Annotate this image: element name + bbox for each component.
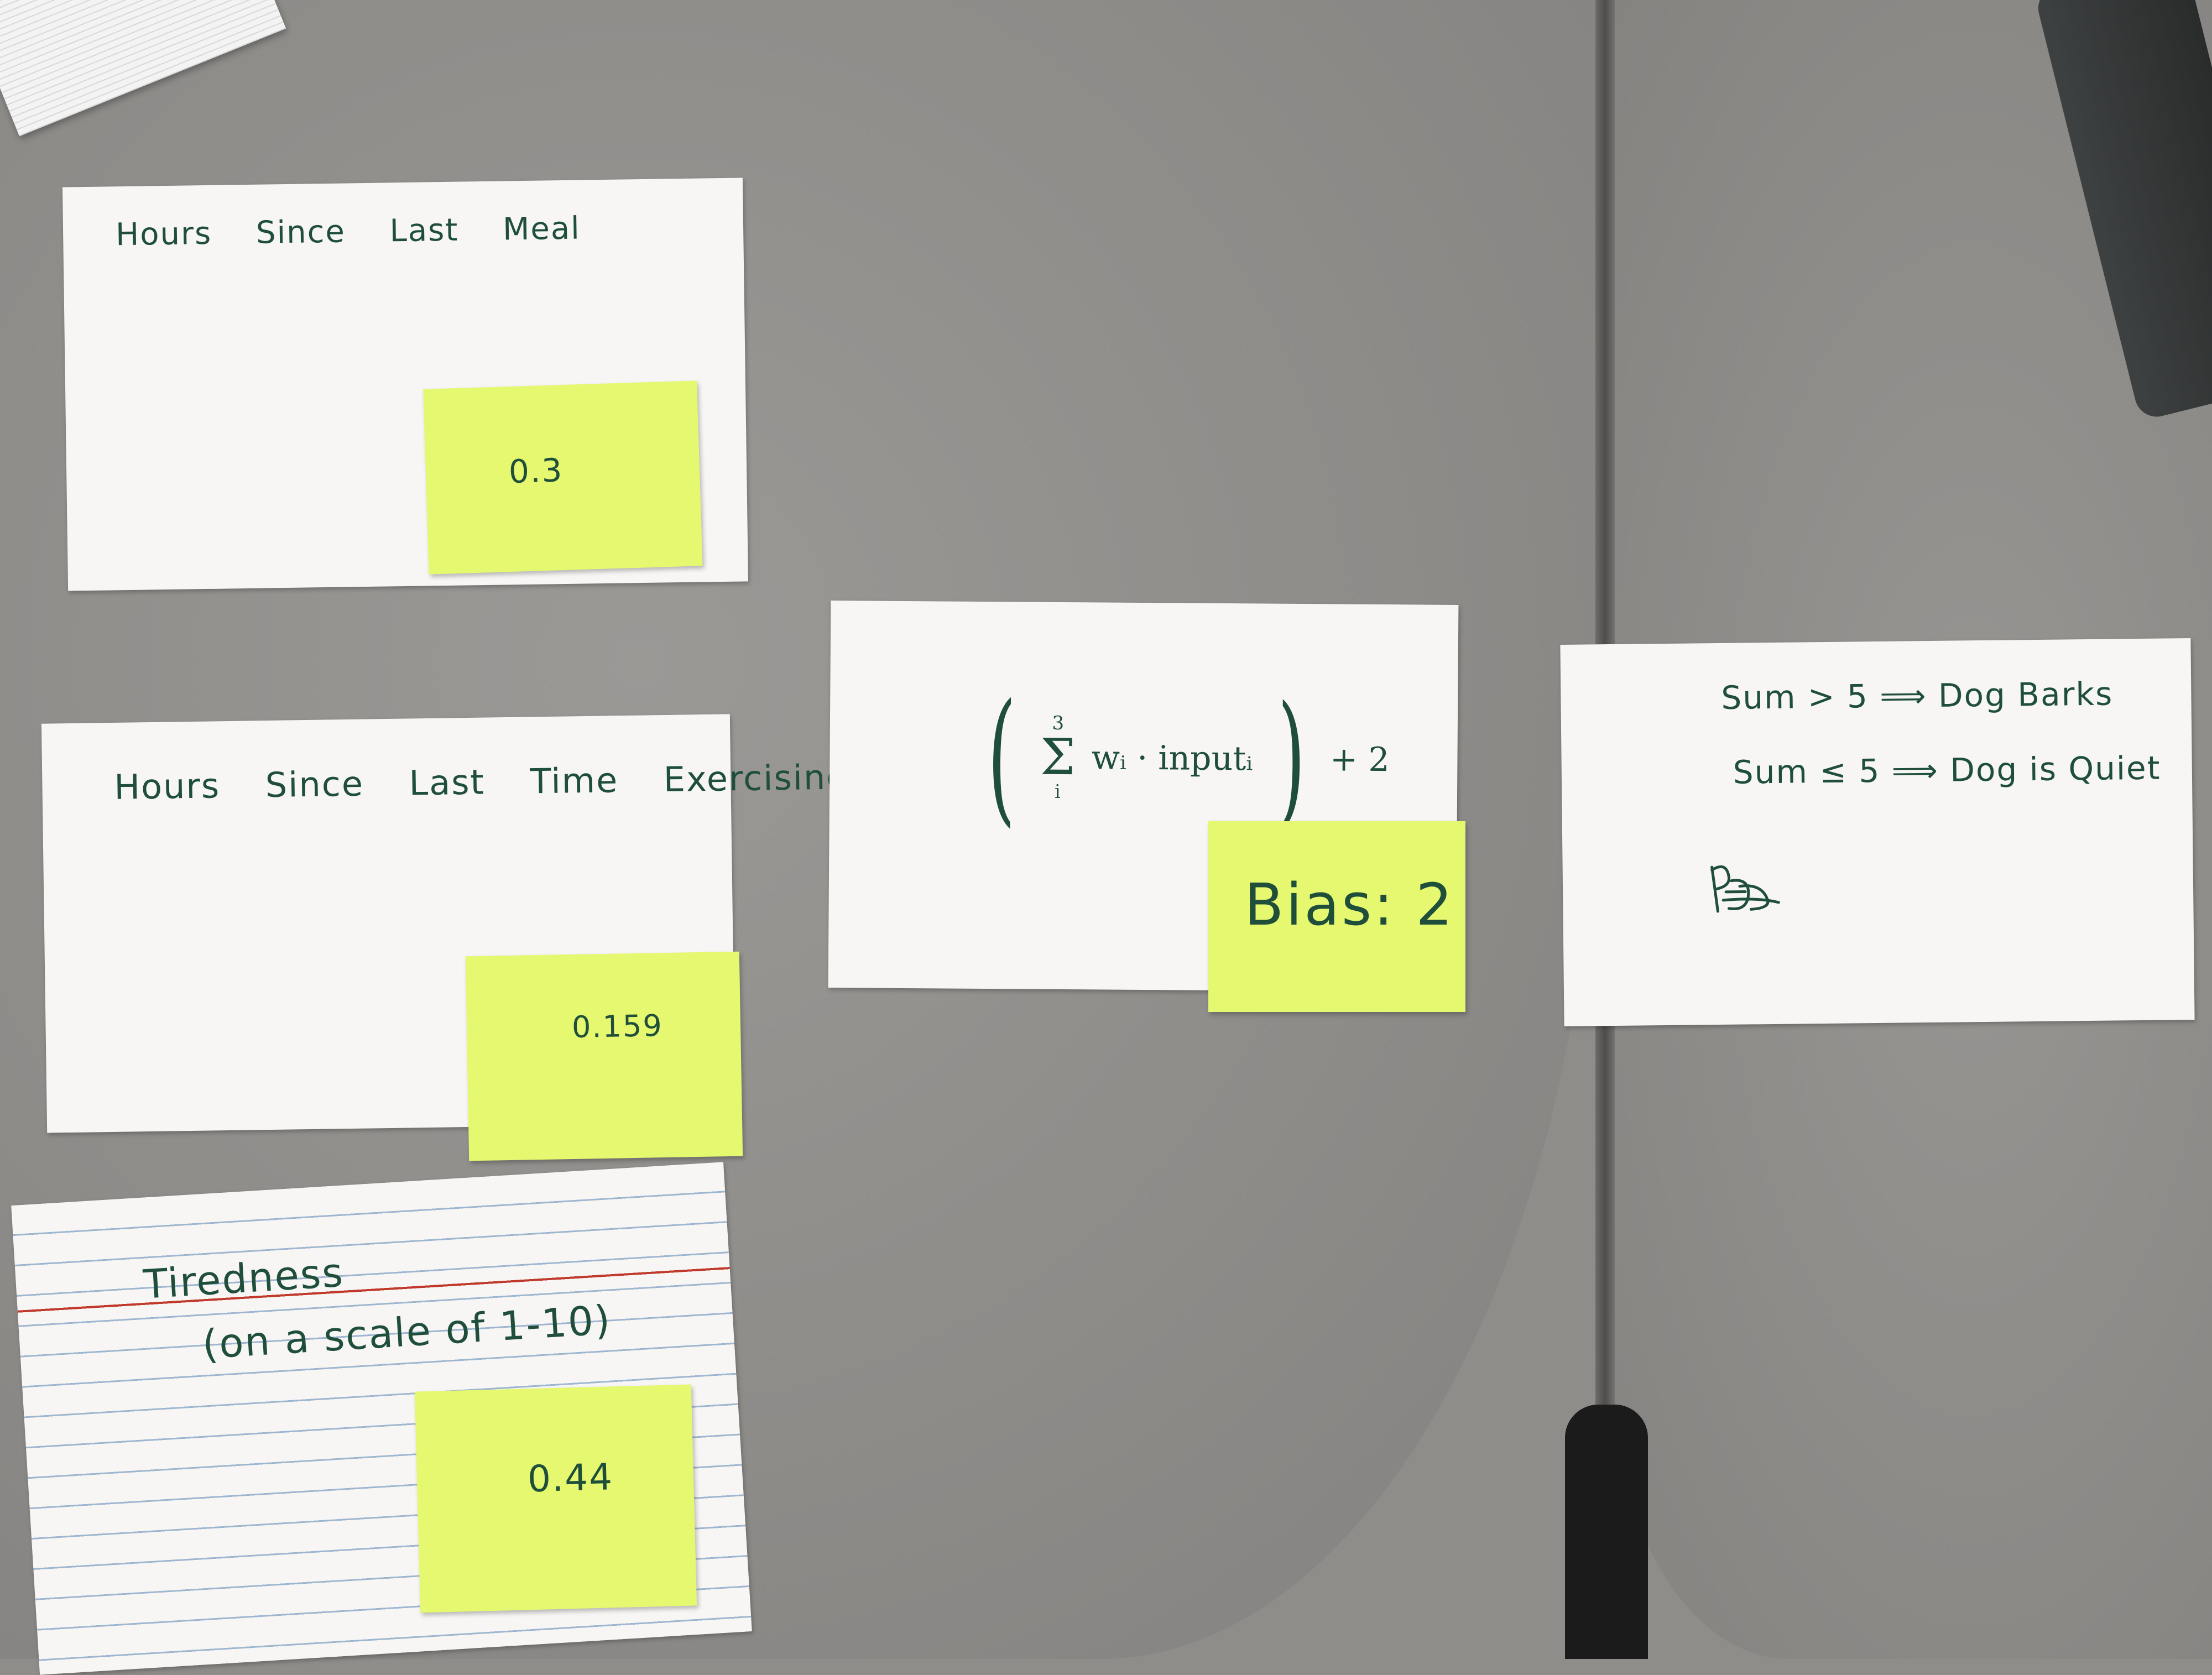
sticky-weight-tiredness: 0.44 [414,1384,697,1613]
sticky-weight-meal: 0.3 [423,380,703,575]
signature-scribble-icon [1710,865,1780,913]
card-label: Tiredness [142,1249,346,1308]
right-paren: ) [1276,675,1306,843]
sticky-weight-exercise: 0.159 [465,951,743,1161]
card-hours-since-last-meal: Hours Since Last Meal 0.3 [62,178,749,591]
card-sublabel: (on a scale of 1-10) [201,1296,613,1368]
sum-expression: wᵢ · inputᵢ [1091,738,1253,779]
sticky-bias: Bias: 2 [1208,821,1465,1012]
weight-value: 0.3 [508,451,564,491]
weight-value: 0.44 [527,1455,614,1501]
weight-value: 0.159 [571,1008,664,1045]
left-paren: ( [987,674,1016,841]
sum-plus-bias: + 2 [1329,740,1390,780]
rule-bark: Sum > 5 ⟹ Dog Barks [1721,675,2114,717]
sigma-icon: Σ [1040,728,1076,787]
card-label: Hours Since Last Meal [115,210,581,253]
sum-formula: ( 3 Σ i wᵢ · inputᵢ ) + 2 [973,674,1390,843]
desk-gap-shadow [1565,1405,1648,1659]
sigma-group: 3 Σ i [1040,712,1076,803]
card-output-rules: Sum > 5 ⟹ Dog Barks Sum ≤ 5 ⟹ Dog is Qui… [1560,638,2195,1026]
bias-label: Bias: 2 [1244,871,1455,938]
rule-quiet: Sum ≤ 5 ⟹ Dog is Quiet [1733,749,2161,791]
